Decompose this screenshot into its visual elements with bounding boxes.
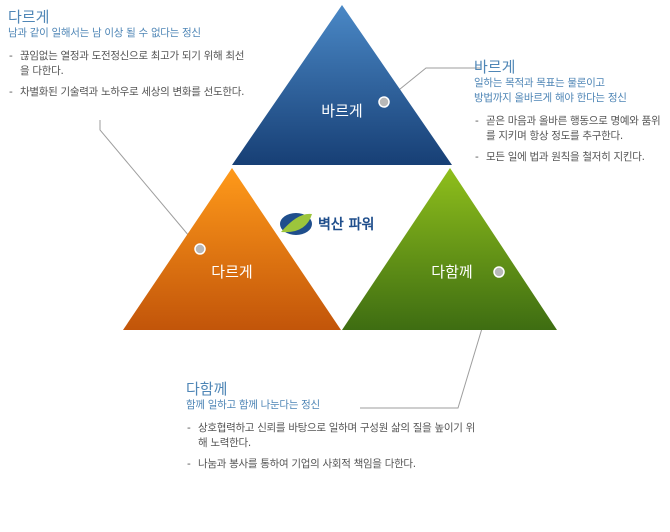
connector-left bbox=[99, 120, 201, 250]
dot-right bbox=[493, 266, 505, 278]
list-item: 차별화된 기술력과 노하우로 세상의 변화를 선도한다. bbox=[8, 85, 248, 100]
list-item: 끊임없는 열정과 도전정신으로 최고가 되기 위해 최선을 다한다. bbox=[8, 49, 248, 79]
dot-left bbox=[194, 243, 206, 255]
value-block-dahamkke: 다함께 함께 일하고 함께 나눈다는 정신 상호협력하고 신뢰를 바탕으로 일하… bbox=[186, 380, 476, 478]
value-block-bareuge: 바르게 일하는 목적과 목표는 물론이고 방법까지 올바르게 해야 한다는 정신… bbox=[474, 58, 666, 171]
value-list: 끊임없는 열정과 도전정신으로 최고가 되기 위해 최선을 다한다. 차별화된 … bbox=[8, 49, 248, 100]
value-list: 상호협력하고 신뢰를 바탕으로 일하며 구성원 삶의 질을 높이기 위해 노력한… bbox=[186, 421, 476, 472]
logo-text: 벽산 파워 bbox=[318, 216, 374, 233]
value-title: 바르게 bbox=[474, 58, 516, 76]
list-item: 상호협력하고 신뢰를 바탕으로 일하며 구성원 삶의 질을 높이기 위해 노력한… bbox=[186, 421, 476, 451]
triangle-top-label: 바르게 bbox=[321, 102, 362, 120]
byucksan-power-logo: 벽산 파워 bbox=[280, 213, 374, 235]
value-list: 곧은 마음과 올바른 행동으로 명예와 품위를 지키며 항상 정도를 추구한다.… bbox=[474, 114, 666, 165]
triangle-right-label: 다함께 bbox=[431, 263, 472, 281]
triangle-top bbox=[232, 5, 452, 165]
triangle-right bbox=[342, 168, 557, 330]
value-subtitle: 남과 같이 일해서는 남 이상 될 수 없다는 정신 bbox=[8, 27, 201, 39]
logo-leaf-icon bbox=[281, 213, 312, 233]
value-title: 다함께 bbox=[186, 380, 228, 398]
list-item: 나눔과 봉사를 통하여 기업의 사회적 책임을 다한다. bbox=[186, 457, 476, 472]
value-subtitle: 함께 일하고 함께 나눈다는 정신 bbox=[186, 399, 320, 411]
value-title: 다르게 bbox=[8, 8, 50, 26]
value-subtitle-line: 일하는 목적과 목표는 물론이고 bbox=[474, 77, 605, 89]
connector-dots bbox=[194, 96, 505, 278]
triangle-left bbox=[123, 168, 341, 330]
value-block-dareuge: 다르게 남과 같이 일해서는 남 이상 될 수 없다는 정신 끊임없는 열정과 … bbox=[8, 8, 248, 106]
list-item: 모든 일에 법과 원칙을 철저히 지킨다. bbox=[474, 150, 666, 165]
dot-top bbox=[378, 96, 390, 108]
list-item: 곧은 마음과 올바른 행동으로 명예와 품위를 지키며 항상 정도를 추구한다. bbox=[474, 114, 666, 144]
value-subtitle-line: 방법까지 올바르게 해야 한다는 정신 bbox=[474, 92, 627, 104]
triangle-left-label: 다르게 bbox=[211, 263, 252, 281]
